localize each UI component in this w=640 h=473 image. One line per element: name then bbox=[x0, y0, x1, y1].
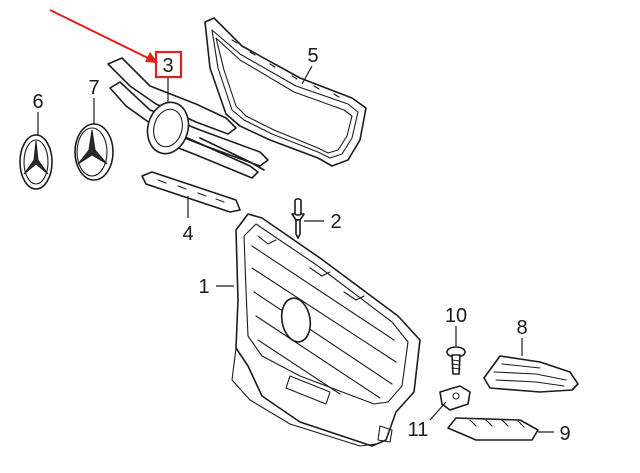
callout-11: 11 bbox=[408, 419, 429, 441]
part-3-grille-bars bbox=[107, 57, 269, 179]
callout-5: 5 bbox=[307, 45, 318, 67]
part-8-side-insert bbox=[483, 355, 579, 393]
callout-7: 7 bbox=[88, 77, 99, 99]
part-11-bracket bbox=[439, 385, 471, 411]
callout-2: 2 bbox=[330, 211, 341, 233]
part-1-grille-assembly bbox=[231, 213, 421, 447]
callout-6: 6 bbox=[32, 91, 43, 113]
highlight-arrow bbox=[49, 9, 158, 63]
part-5-grille-frame bbox=[204, 17, 367, 167]
part-2-push-clip bbox=[291, 198, 305, 239]
callout-labels: 3 5 7 6 4 2 1 10 8 11 9 bbox=[32, 45, 570, 445]
part-4-trim-strip bbox=[141, 171, 241, 213]
callout-8: 8 bbox=[516, 317, 527, 339]
part-7-star-emblem bbox=[74, 123, 114, 181]
leader-lines bbox=[37, 65, 554, 433]
part-10-bolt bbox=[446, 346, 466, 375]
callout-3-highlight-box bbox=[154, 50, 183, 79]
part-9-side-trim bbox=[447, 417, 539, 441]
part-6-star-emblem bbox=[19, 134, 53, 190]
callout-9: 9 bbox=[559, 423, 570, 445]
callout-1: 1 bbox=[198, 276, 209, 298]
callout-3: 3 bbox=[162, 55, 173, 77]
callout-10: 10 bbox=[445, 305, 467, 327]
callout-4: 4 bbox=[182, 223, 193, 245]
